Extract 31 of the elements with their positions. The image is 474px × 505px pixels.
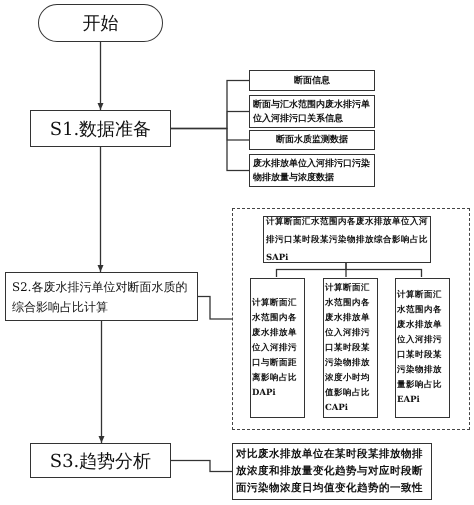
arrow [98, 321, 104, 443]
box-text: S1.数据准备 [50, 118, 152, 140]
box-text: 计算断面汇水范围内各废水排放单位入河排污口某时段某污染物排放综合影响占比SAPi [264, 216, 429, 264]
box-text: 计算断面汇水范围内各废水排放单位入河排污口与断面距离影响占比DAPi [251, 296, 298, 400]
process-box [250, 278, 305, 418]
process-box [395, 278, 450, 418]
connector-line [198, 296, 232, 320]
box-text: 废水排放单位入河排污口污染物排放量与浓度数据 [252, 157, 371, 184]
connector-line [171, 460, 232, 472]
process-box [30, 443, 171, 478]
start-terminal [38, 4, 163, 42]
process-box [323, 278, 378, 418]
connector-line [171, 128, 249, 172]
process-box [30, 110, 171, 147]
arrow [98, 147, 104, 272]
box-text: 计算断面汇水范围内各废水排放单位入河排污口某时段某污染物排放浓度小时均值影响占比CAPi [324, 282, 371, 414]
box-text: 计算断面汇水范围内各废水排放单位入河排污口某时段某污染物排放量影响占比EAPi [396, 288, 443, 407]
box-text: 开始 [82, 12, 118, 35]
dashed-group-box [232, 208, 470, 430]
box-text: S3.趋势分析 [50, 450, 152, 472]
box-text: S2.各废水排污单位对断面水质的综合影响占比计算 [11, 278, 188, 316]
process-box [5, 272, 198, 321]
arrow [98, 42, 104, 110]
connector-line [345, 262, 422, 277]
process-box [232, 443, 432, 500]
box-text: 断面与汇水范围内废水排污单位入河排污口关系信息 [252, 98, 371, 126]
box-text: 对比废水排放单位在某时段某排放物排放浓度和排放量变化趋势与对应时段断面污染物浓度日均值变化趋势的一致性 [234, 447, 424, 496]
box-text: 断面水质监测数据 [275, 133, 349, 147]
box-text: 断面信息 [293, 74, 331, 88]
process-box [249, 70, 375, 91]
process-box [249, 130, 375, 150]
